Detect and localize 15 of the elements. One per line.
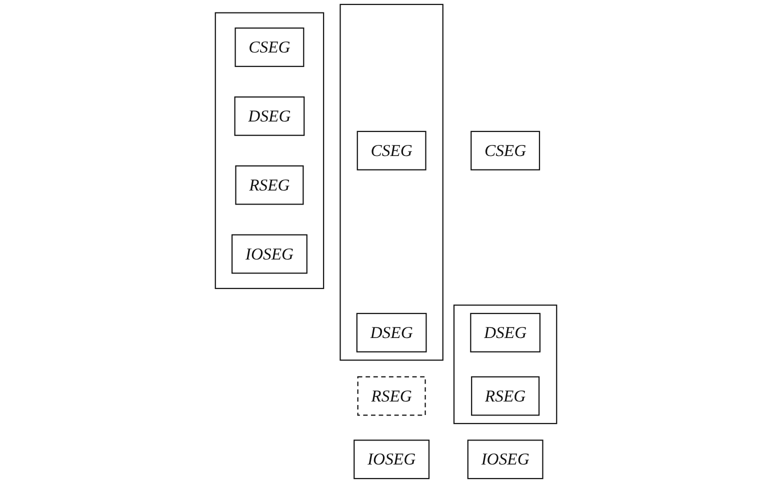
node-box: CSEG xyxy=(470,130,540,170)
node-box: DSEG xyxy=(470,312,540,352)
node-box: RSEG xyxy=(235,165,304,205)
cluster xyxy=(340,4,444,361)
node-box: IOSEG xyxy=(467,440,544,480)
node-box: CSEG xyxy=(234,28,304,67)
node-box: RSEG xyxy=(471,376,540,416)
node-box: IOSEG xyxy=(232,234,308,274)
node-box: CSEG xyxy=(356,130,426,170)
node-box: DSEG xyxy=(234,96,305,136)
node-box: DSEG xyxy=(356,312,427,352)
node-box: RSEG xyxy=(357,376,426,416)
cluster xyxy=(453,304,558,424)
node-box: IOSEG xyxy=(354,440,430,480)
cluster xyxy=(214,12,324,290)
